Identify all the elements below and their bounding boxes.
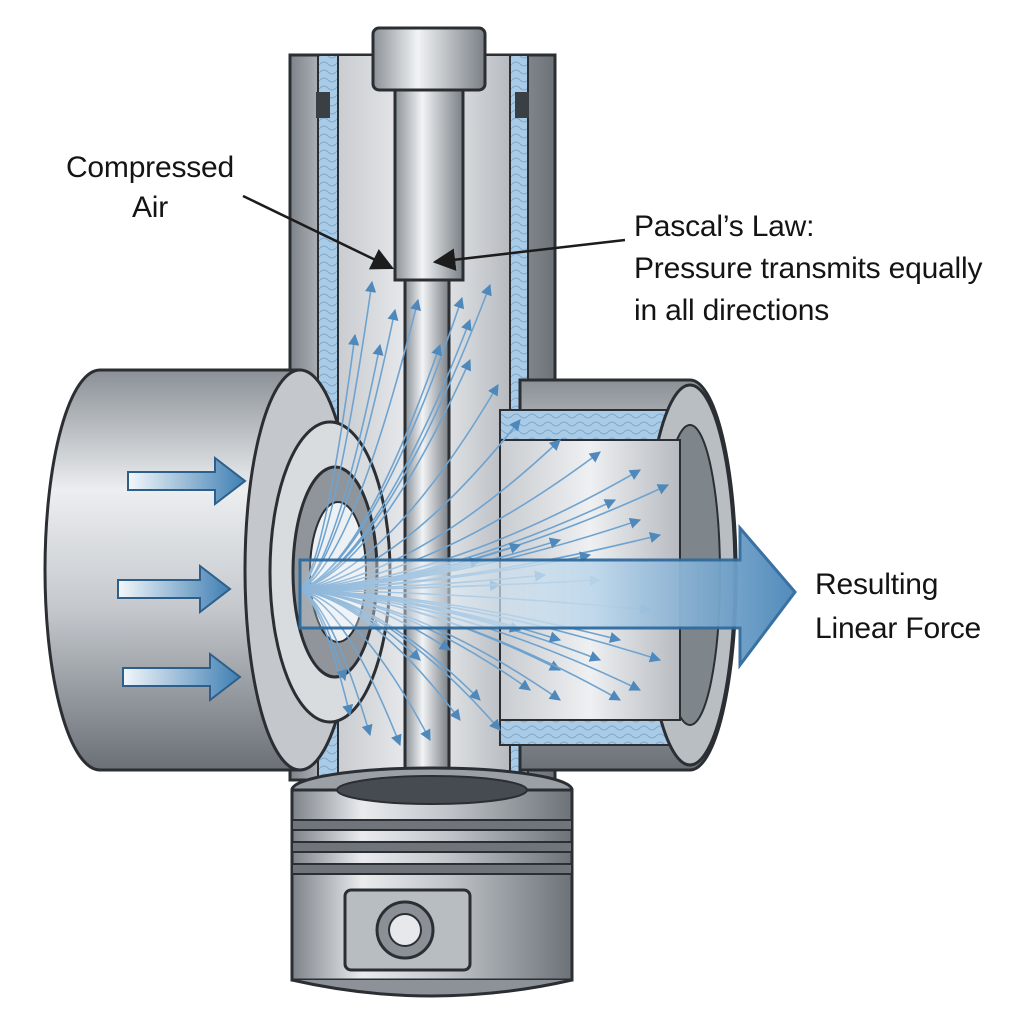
compressed-air-line-2: Air — [131, 191, 169, 224]
inlet-arrow-icon — [127, 455, 247, 507]
resulting-force-label: Resulting Linear Force — [815, 563, 1015, 651]
pascal-line-2: Pressure transmits equally — [634, 252, 983, 285]
force-line-2: Linear Force — [815, 612, 982, 645]
inlet-arrow-icon — [117, 563, 232, 615]
inlet-arrow-icon — [122, 651, 242, 703]
piston-icon — [290, 766, 574, 998]
pascal-line-1: Pascal’s Law: — [634, 210, 815, 243]
compressed-air-line-1: Compressed — [65, 151, 235, 184]
air-leader-line — [242, 194, 395, 270]
pascal-law-label: Pascal’s Law: Pressure transmits equally… — [634, 206, 1024, 332]
inlet-drum — [43, 368, 392, 772]
force-arrow-icon — [298, 523, 797, 670]
force-line-1: Resulting — [815, 568, 939, 601]
rod-icon — [393, 88, 465, 282]
piston-rod — [371, 26, 487, 802]
compressed-air-label: Compressed Air — [40, 148, 260, 228]
pascal-leader-line — [432, 238, 626, 271]
pascal-line-3: in all directions — [634, 294, 830, 327]
inlet-arrows — [117, 455, 247, 703]
